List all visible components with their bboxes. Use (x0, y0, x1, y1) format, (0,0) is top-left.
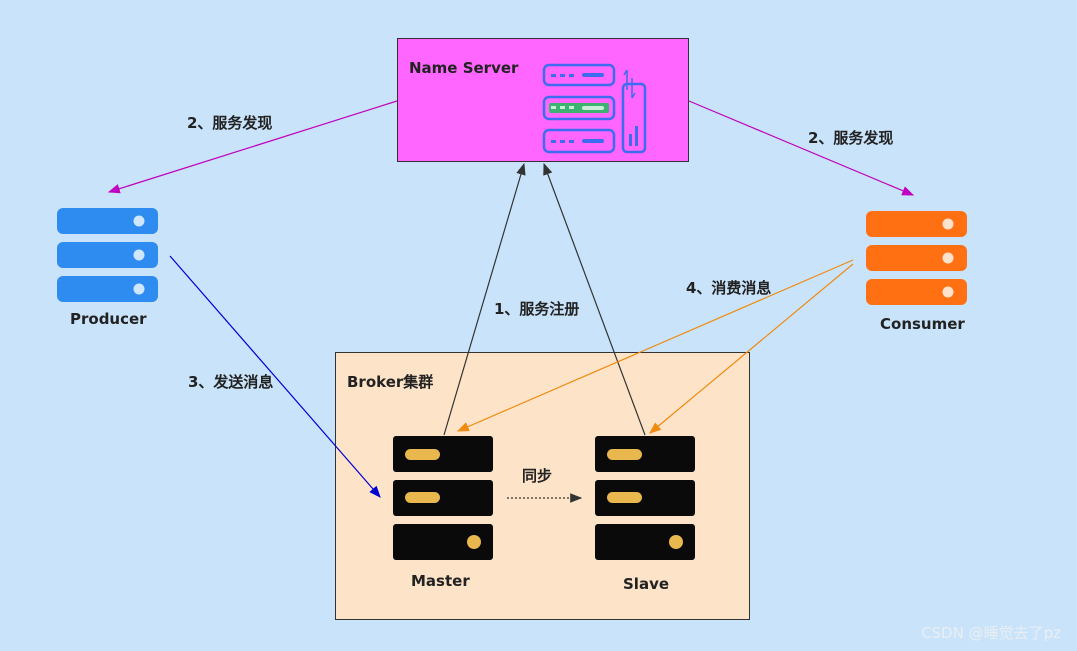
consumer-server-icon (866, 211, 967, 305)
sync-label: 同步 (522, 467, 553, 485)
register-label: 1、服务注册 (494, 300, 580, 318)
master-server-icon (393, 436, 493, 560)
send-arrow (169, 255, 381, 498)
watermark: CSDN @睡觉去了pz (921, 624, 1061, 642)
producer-server-icon (57, 208, 158, 302)
consume-arrow-master (456, 259, 854, 432)
consumer-label: Consumer (880, 315, 965, 333)
producer-label: Producer (70, 310, 147, 328)
name-server-icon (542, 63, 647, 154)
discover-label-left: 2、服务发现 (187, 114, 273, 132)
master-label: Master (411, 572, 470, 590)
discover-arrow-producer (107, 100, 398, 194)
consume-label: 4、消费消息 (686, 279, 772, 297)
discover-label-right: 2、服务发现 (808, 129, 894, 147)
send-label: 3、发送消息 (188, 373, 274, 391)
broker-cluster-title: Broker集群 (347, 373, 434, 391)
name-server-label: Name Server (409, 59, 519, 77)
register-arrow-master (443, 162, 526, 436)
slave-label: Slave (623, 575, 670, 593)
slave-server-icon (595, 436, 695, 560)
register-arrow-slave (543, 162, 646, 436)
discover-arrow-consumer (688, 100, 915, 196)
consume-arrow-slave (649, 263, 854, 434)
